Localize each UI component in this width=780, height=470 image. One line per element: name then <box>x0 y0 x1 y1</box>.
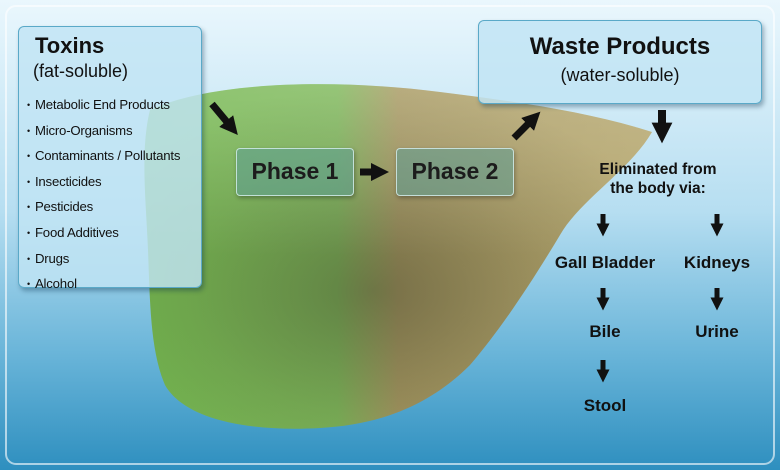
elimination-heading-line2: the body via: <box>610 180 706 197</box>
list-item: Drugs <box>27 247 180 273</box>
toxins-box: Toxins (fat-soluble) Metabolic End Produ… <box>18 26 202 291</box>
toxins-title: Toxins <box>35 33 105 58</box>
kidneys-label: Kidneys <box>683 253 751 272</box>
urine-label: Urine <box>695 322 739 341</box>
waste-subtitle: (water-soluble) <box>560 65 680 85</box>
waste-title: Waste Products <box>529 33 711 60</box>
list-item: Insecticides <box>27 170 180 196</box>
phase2-to-waste-arrow <box>511 111 541 141</box>
list-item: Pesticides <box>27 195 180 221</box>
list-item: Alcohol <box>27 272 180 298</box>
elimination-heading: Eliminated from the body via: <box>572 160 744 198</box>
list-item: Micro-Organisms <box>27 119 180 145</box>
list-item: Contaminants / Pollutants <box>27 144 180 170</box>
phase-2-box: Phase 2 <box>396 148 514 196</box>
stool-label: Stool <box>583 396 627 415</box>
waste-products-box: Waste Products (water-soluble) <box>478 20 762 104</box>
phase-1-box: Phase 1 <box>236 148 354 196</box>
elimination-heading-line1: Eliminated from <box>599 161 717 178</box>
list-item: Food Additives <box>27 221 180 247</box>
bile-label: Bile <box>589 322 621 341</box>
list-item: Metabolic End Products <box>27 93 180 119</box>
gall-bladder-label: Gall Bladder <box>554 253 656 272</box>
toxins-subtitle: (fat-soluble) <box>33 61 129 81</box>
toxins-list: Metabolic End Products Micro-Organisms C… <box>27 93 180 298</box>
toxins-to-phase1-arrow <box>209 101 238 135</box>
